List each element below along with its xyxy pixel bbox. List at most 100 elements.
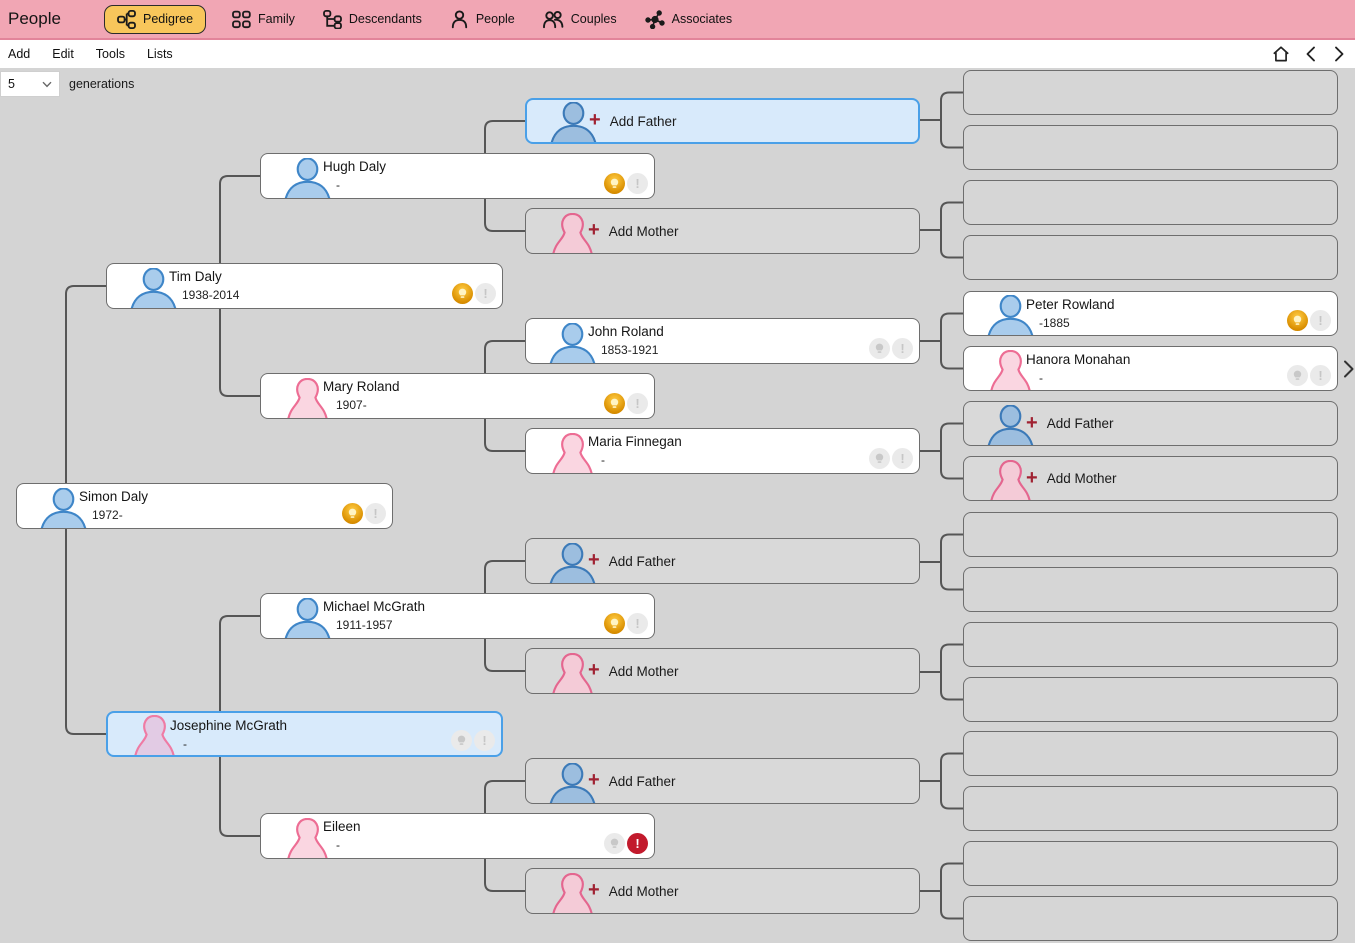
person-card-f3[interactable]: John Roland 1853-1921 !: [525, 318, 920, 364]
menu-lists[interactable]: Lists: [146, 47, 173, 61]
expand-generation-chevron[interactable]: [1342, 359, 1355, 384]
problem-alert-icon[interactable]: !: [627, 613, 648, 634]
tab-descendants[interactable]: Descendants: [321, 6, 424, 33]
add-father-button[interactable]: +Add Father: [963, 401, 1338, 446]
problem-alert-icon[interactable]: !: [474, 730, 495, 751]
problem-alert-icon[interactable]: !: [627, 833, 648, 854]
webhint-lightbulb-icon[interactable]: [604, 173, 625, 194]
webhint-lightbulb-icon[interactable]: [869, 338, 890, 359]
plus-icon: +: [588, 769, 600, 791]
female-silhouette-icon: [552, 873, 593, 913]
webhint-lightbulb-icon[interactable]: [604, 833, 625, 854]
webhint-lightbulb-icon[interactable]: [342, 503, 363, 524]
add-parent-label: Add Father: [608, 553, 676, 569]
problem-alert-icon[interactable]: !: [892, 448, 913, 469]
plus-icon: +: [588, 549, 600, 571]
person-name: Simon Daly: [79, 489, 149, 504]
add-father-button[interactable]: + Add Father: [525, 758, 920, 804]
person-dates: -: [183, 737, 187, 751]
tab-label: People: [475, 12, 515, 26]
add-mother-button[interactable]: +Add Mother: [963, 456, 1338, 501]
empty-ancestor-slot: [963, 567, 1338, 612]
chevron-left-icon[interactable]: [1303, 45, 1319, 63]
problem-alert-icon[interactable]: !: [475, 283, 496, 304]
person-card-hugh[interactable]: Hugh Daly- !: [260, 153, 655, 199]
add-parent-label: Add Father: [1046, 416, 1114, 431]
webhint-lightbulb-icon[interactable]: [869, 448, 890, 469]
problem-alert-icon[interactable]: !: [1310, 310, 1331, 331]
male-silhouette-icon: [550, 102, 597, 142]
empty-ancestor-slot: [963, 70, 1338, 115]
person-card-g5[interactable]: Hanora Monahan- !: [963, 346, 1338, 391]
tab-family[interactable]: Family: [230, 6, 297, 33]
webhint-lightbulb-icon[interactable]: [1287, 365, 1308, 386]
menu-edit[interactable]: Edit: [52, 47, 74, 61]
person-name: John Roland: [588, 324, 664, 339]
webhint-lightbulb-icon[interactable]: [604, 393, 625, 414]
add-parent-label: Add Mother: [1046, 471, 1117, 486]
male-silhouette-icon: [987, 295, 1034, 335]
person-dates: -1885: [1039, 316, 1070, 330]
tab-pedigree[interactable]: Pedigree: [104, 4, 207, 34]
header: People Pedigree: [0, 0, 1355, 40]
generations-select[interactable]: 5: [0, 71, 60, 97]
problem-alert-icon[interactable]: !: [627, 393, 648, 414]
person-icon: [450, 9, 469, 29]
person-dates: 1853-1921: [601, 343, 659, 357]
person-name: Michael McGrath: [323, 599, 426, 614]
person-name: Mary Roland: [323, 379, 400, 394]
add-father-button[interactable]: + Add Father: [525, 538, 920, 584]
view-tabs: Pedigree Family: [104, 4, 734, 34]
person-dates: 1938-2014: [182, 288, 240, 302]
tab-couples[interactable]: Couples: [541, 6, 619, 33]
webhint-lightbulb-icon[interactable]: [451, 730, 472, 751]
pedigree-icon: [117, 9, 136, 29]
empty-ancestor-slot: [963, 125, 1338, 170]
problem-alert-icon[interactable]: !: [1310, 365, 1331, 386]
add-mother-button[interactable]: +Add Mother: [525, 648, 920, 694]
female-silhouette-icon: [990, 460, 1031, 500]
problem-alert-icon[interactable]: !: [892, 338, 913, 359]
person-card-michael[interactable]: Michael McGrath 1911-1957 !: [260, 593, 655, 639]
empty-ancestor-slot: [963, 622, 1338, 667]
webhint-lightbulb-icon[interactable]: [452, 283, 473, 304]
chevron-down-icon: [42, 81, 52, 87]
male-silhouette-icon: [549, 323, 596, 363]
add-father-button[interactable]: + Add Father: [525, 98, 920, 144]
add-parent-label: Add Father: [608, 773, 676, 789]
person-card-g4[interactable]: Peter Rowland-1885 !: [963, 291, 1338, 336]
add-parent-label: Add Mother: [608, 883, 679, 899]
person-dates: 1911-1957: [336, 618, 393, 632]
menubar: Add Edit Tools Lists: [0, 40, 1355, 68]
webhint-lightbulb-icon[interactable]: [604, 613, 625, 634]
page-title: People: [8, 9, 61, 28]
tab-label: Associates: [671, 12, 733, 26]
person-card-f4[interactable]: Maria Finnegan- !: [525, 428, 920, 474]
male-silhouette-icon: [549, 543, 596, 583]
person-card-josephine[interactable]: Josephine McGrath- !: [106, 711, 503, 757]
tab-people[interactable]: People: [448, 6, 517, 33]
menu-tools[interactable]: Tools: [95, 47, 125, 61]
home-icon[interactable]: [1271, 44, 1291, 64]
problem-alert-icon[interactable]: !: [365, 503, 386, 524]
problem-alert-icon[interactable]: !: [627, 173, 648, 194]
add-mother-button[interactable]: +Add Mother: [525, 208, 920, 254]
female-silhouette-icon: [287, 818, 328, 858]
webhint-lightbulb-icon[interactable]: [1287, 310, 1308, 331]
tab-associates[interactable]: Associates: [643, 6, 734, 33]
plus-icon: +: [589, 109, 601, 131]
empty-ancestor-slot: [963, 841, 1338, 886]
person-card-eileen[interactable]: Eileen- !: [260, 813, 655, 859]
plus-icon: +: [588, 219, 600, 241]
female-silhouette-icon: [552, 433, 593, 473]
menu-add[interactable]: Add: [8, 47, 31, 61]
add-mother-button[interactable]: +Add Mother: [525, 868, 920, 914]
chevron-right-icon[interactable]: [1331, 45, 1347, 63]
empty-ancestor-slot: [963, 896, 1338, 941]
add-parent-label: Add Father: [609, 113, 677, 129]
